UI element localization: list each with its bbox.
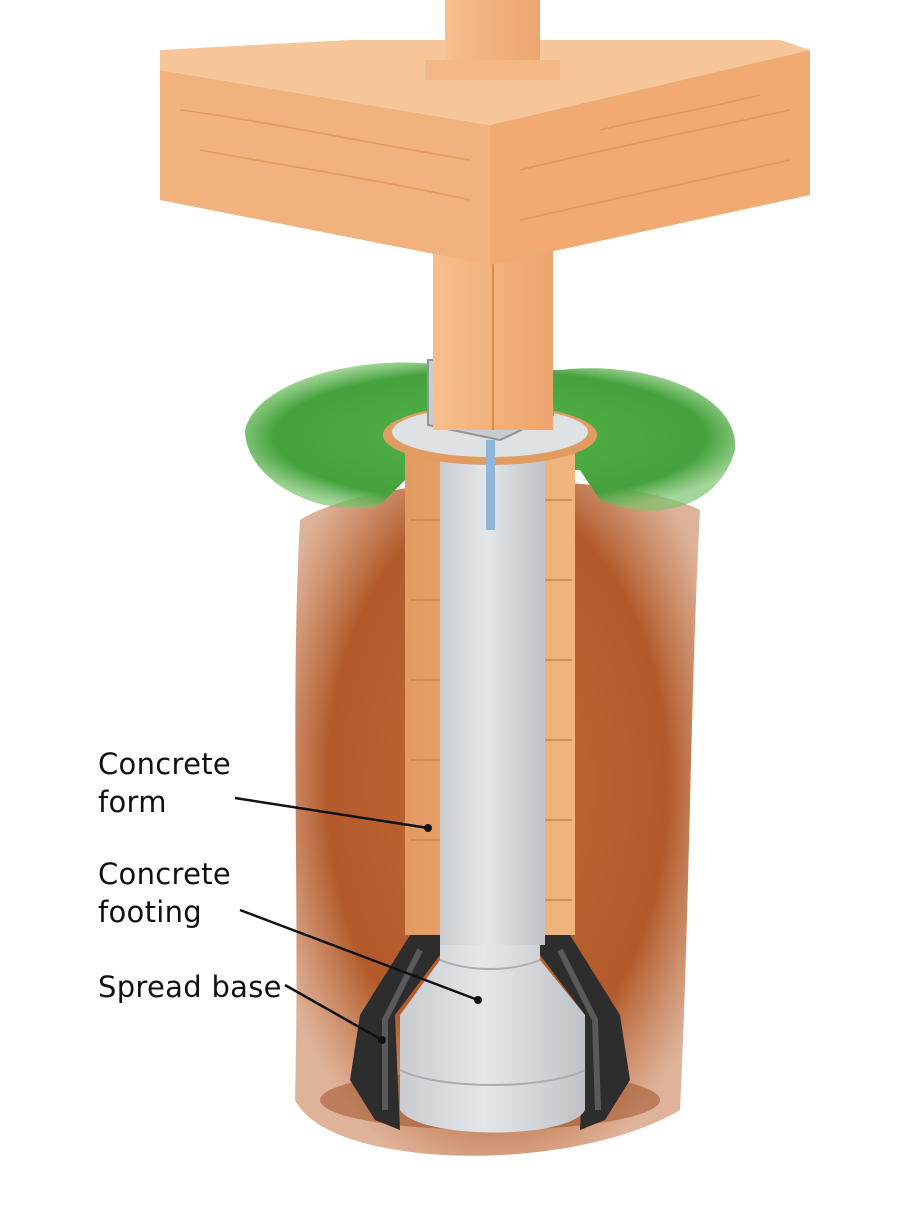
leader-concrete-form: [234, 796, 429, 830]
form-tube-seams: [410, 499, 572, 901]
wood-grain-lines: [179, 94, 791, 221]
anchor-bolt: [486, 440, 495, 530]
concrete-footing-bell: [400, 945, 585, 1133]
label-spread-base: Spread base: [98, 970, 282, 1004]
spread-base-shell: [350, 935, 440, 1130]
leader-dots: [378, 824, 482, 1044]
footing-ring-line: [399, 1069, 586, 1086]
leader-lines: [234, 796, 479, 1042]
label-concrete-footing: Concrete footing: [98, 857, 232, 929]
wooden-post-upper: [445, 0, 540, 60]
post-trim-collar: [425, 60, 560, 80]
leader-concrete-footing: [239, 908, 479, 1002]
deck-beam-top: [160, 40, 810, 125]
label-concrete-form: Concrete form: [98, 747, 232, 819]
deck-beam-right-face: [490, 50, 810, 265]
leader-spread-base: [284, 983, 383, 1042]
spread-base-rib-right: [557, 948, 601, 1111]
footing-step-line: [439, 959, 541, 970]
